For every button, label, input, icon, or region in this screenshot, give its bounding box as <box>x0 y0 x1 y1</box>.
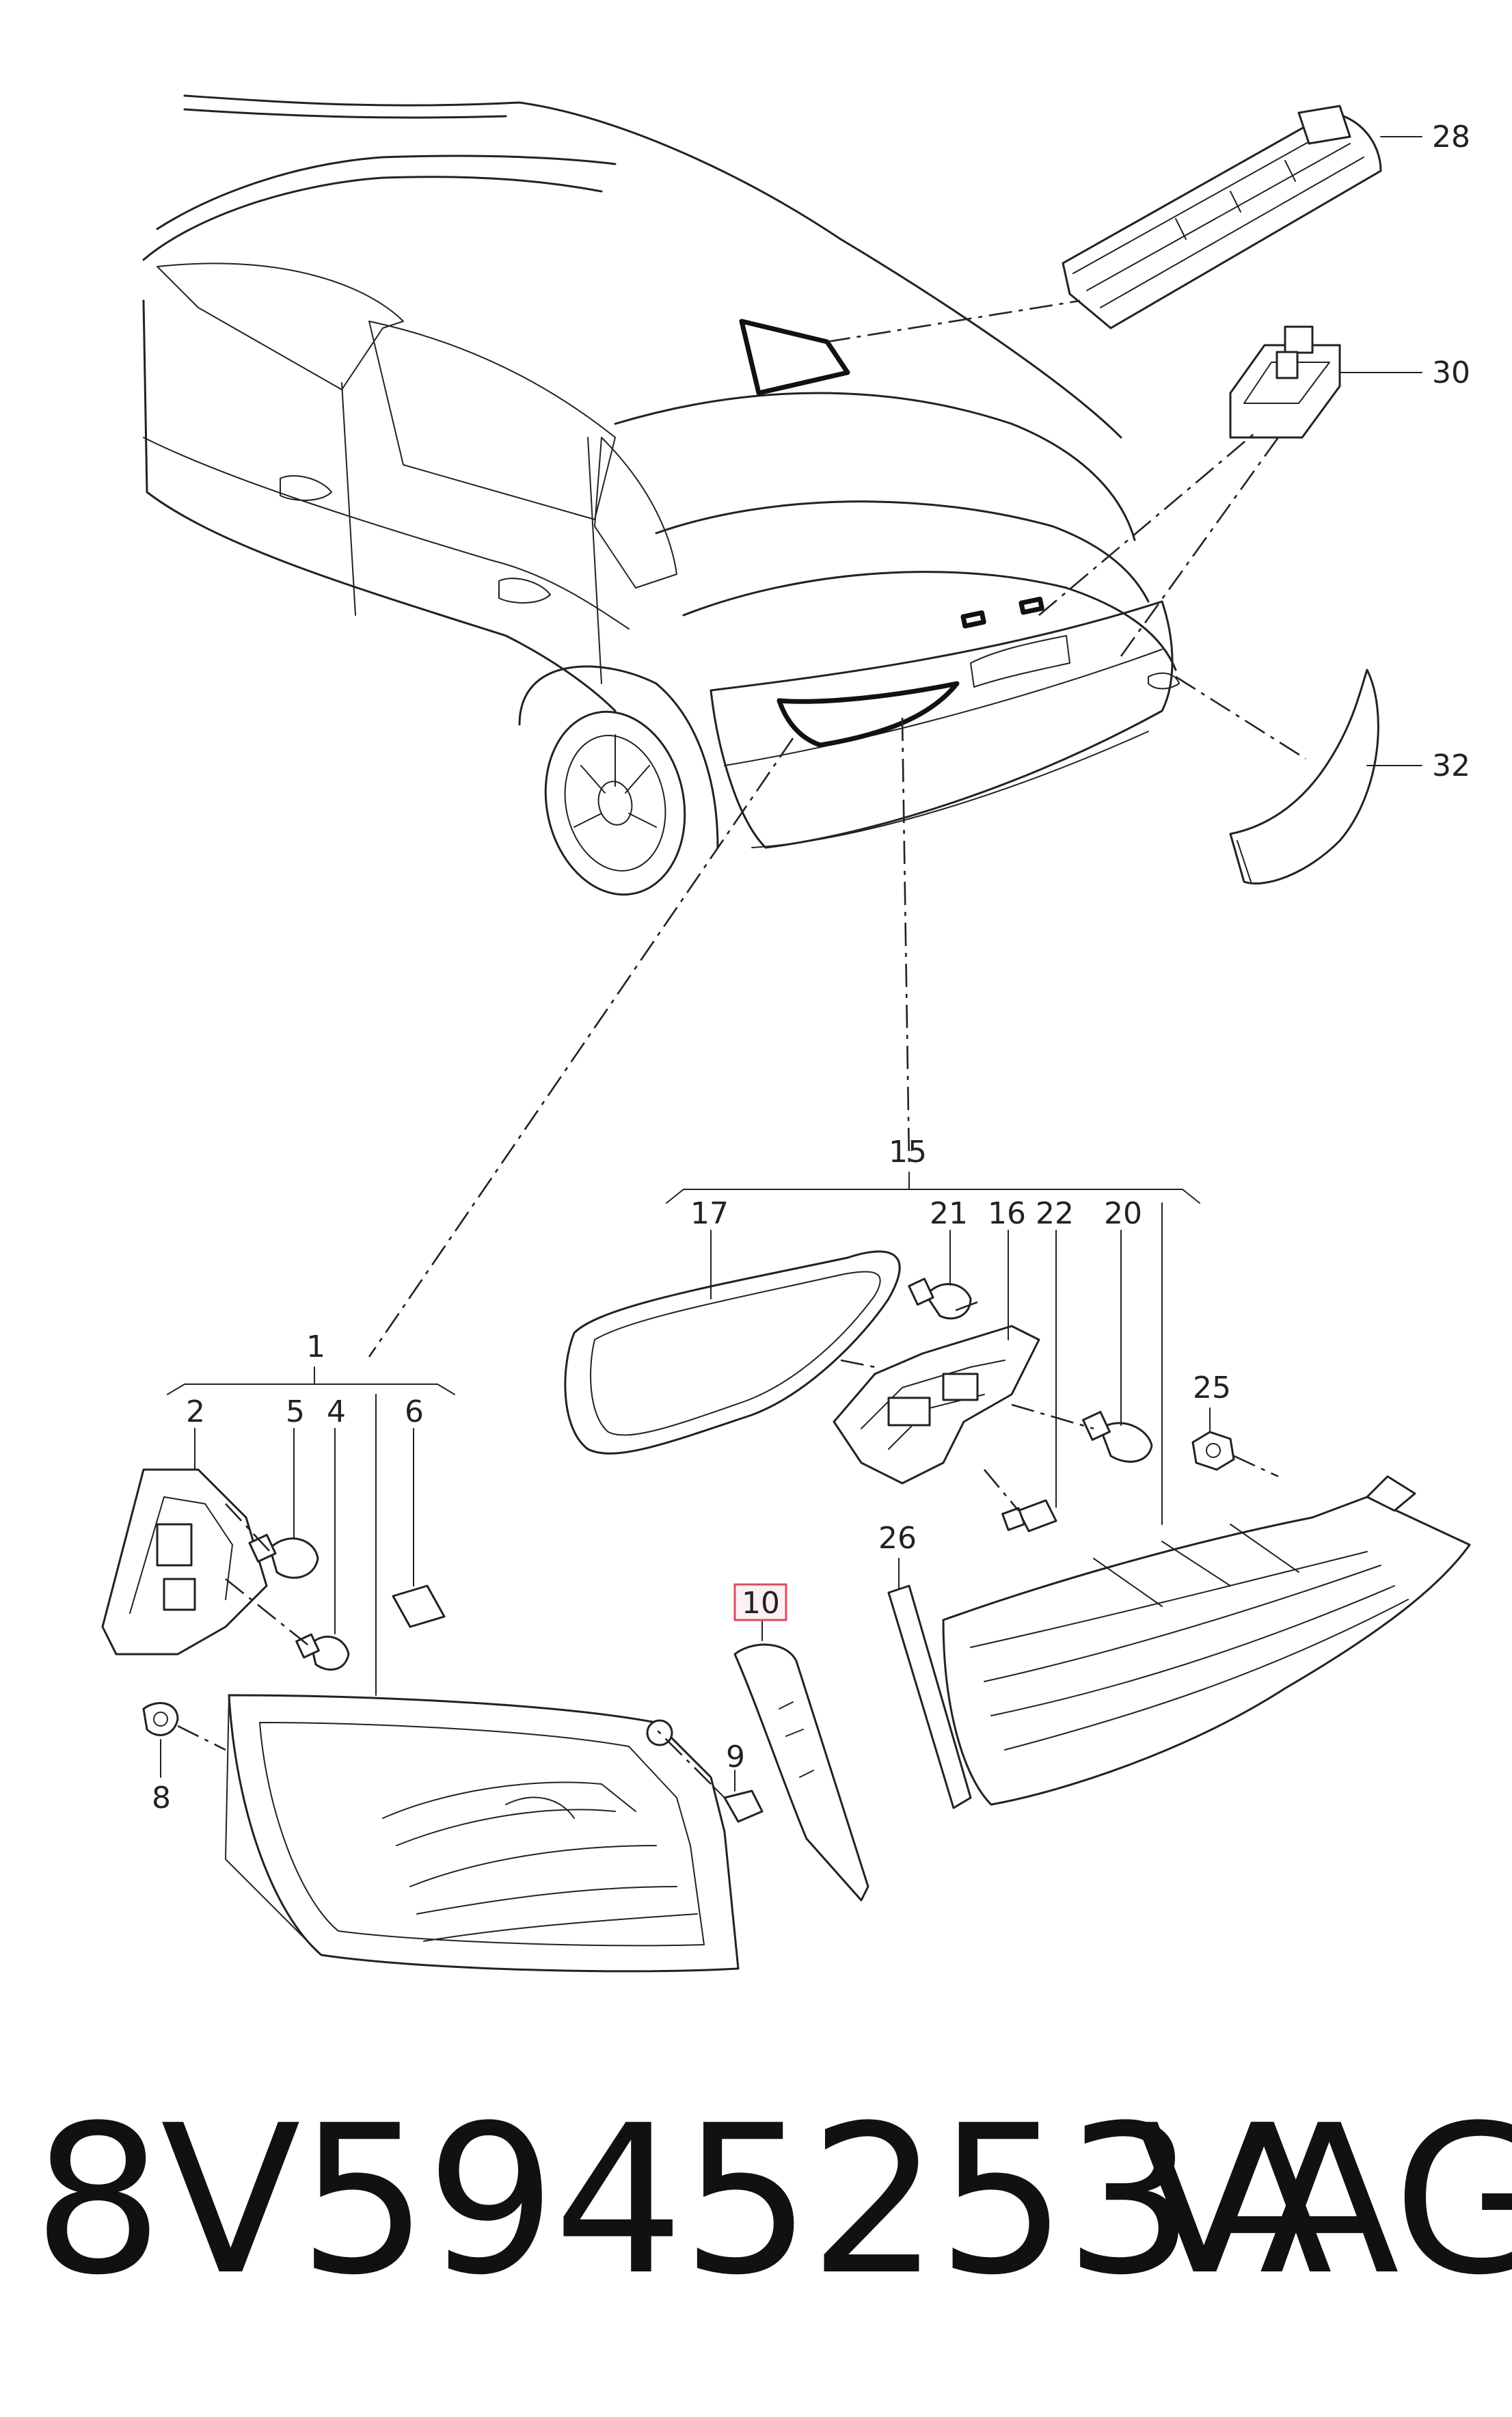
bulb-part-4 <box>295 1633 350 1671</box>
callout-6: 6 <box>405 1394 424 1429</box>
bulb-part-6 <box>392 1584 446 1628</box>
outer-tail-lamp-part-1 <box>225 1694 740 1973</box>
callout-10-highlight-box <box>733 1583 787 1621</box>
bulb-carrier-part-16 <box>833 1325 1040 1485</box>
nut-part-25 <box>1191 1431 1235 1471</box>
bulb-part-20 <box>1082 1411 1153 1463</box>
callout-15: 15 <box>889 1135 927 1170</box>
callout-labels: 28 30 32 15 17 21 16 22 20 25 26 1 2 5 4… <box>152 120 1470 1815</box>
rear-reflector-part <box>1229 669 1379 885</box>
callout-22: 22 <box>1036 1196 1074 1231</box>
car-illustration <box>142 94 1180 896</box>
high-mount-brake-light-part <box>1062 105 1382 329</box>
callout-20: 20 <box>1104 1196 1142 1231</box>
callout-4: 4 <box>327 1394 346 1429</box>
seal-strip-part-26 <box>887 1584 972 1809</box>
grommet-part-8 <box>142 1702 179 1736</box>
bulb-holder-part-2 <box>101 1468 268 1656</box>
callout-9: 9 <box>726 1740 745 1774</box>
callout-2: 2 <box>186 1394 205 1429</box>
callout-1: 1 <box>306 1329 325 1364</box>
brand-label: VAG <box>1135 2081 1512 2320</box>
callout-5: 5 <box>286 1394 305 1429</box>
callout-16: 16 <box>988 1196 1026 1231</box>
part-number-label: 8V5945253A <box>33 2081 1332 2320</box>
inner-tail-lamp-part-15 <box>942 1475 1471 1806</box>
bulb-part-21 <box>908 1278 972 1320</box>
callout-30: 30 <box>1432 355 1470 390</box>
callout-21: 21 <box>930 1196 968 1231</box>
bracket-part-10 <box>733 1643 869 1902</box>
bulb-part-22 <box>1001 1499 1057 1532</box>
callout-32: 32 <box>1432 748 1470 783</box>
dash-dot-reference-lines <box>177 299 1306 1785</box>
license-plate-light-part <box>1229 325 1341 439</box>
callout-25: 25 <box>1193 1370 1231 1405</box>
callout-26: 26 <box>878 1521 917 1556</box>
callout-10: 10 <box>742 1586 780 1621</box>
callout-8: 8 <box>152 1781 171 1815</box>
gasket-part-17 <box>564 1250 901 1455</box>
callout-17: 17 <box>690 1196 729 1231</box>
bulb-part-5 <box>248 1533 319 1579</box>
leader-lines <box>160 136 1422 1792</box>
callout-28: 28 <box>1432 120 1470 154</box>
